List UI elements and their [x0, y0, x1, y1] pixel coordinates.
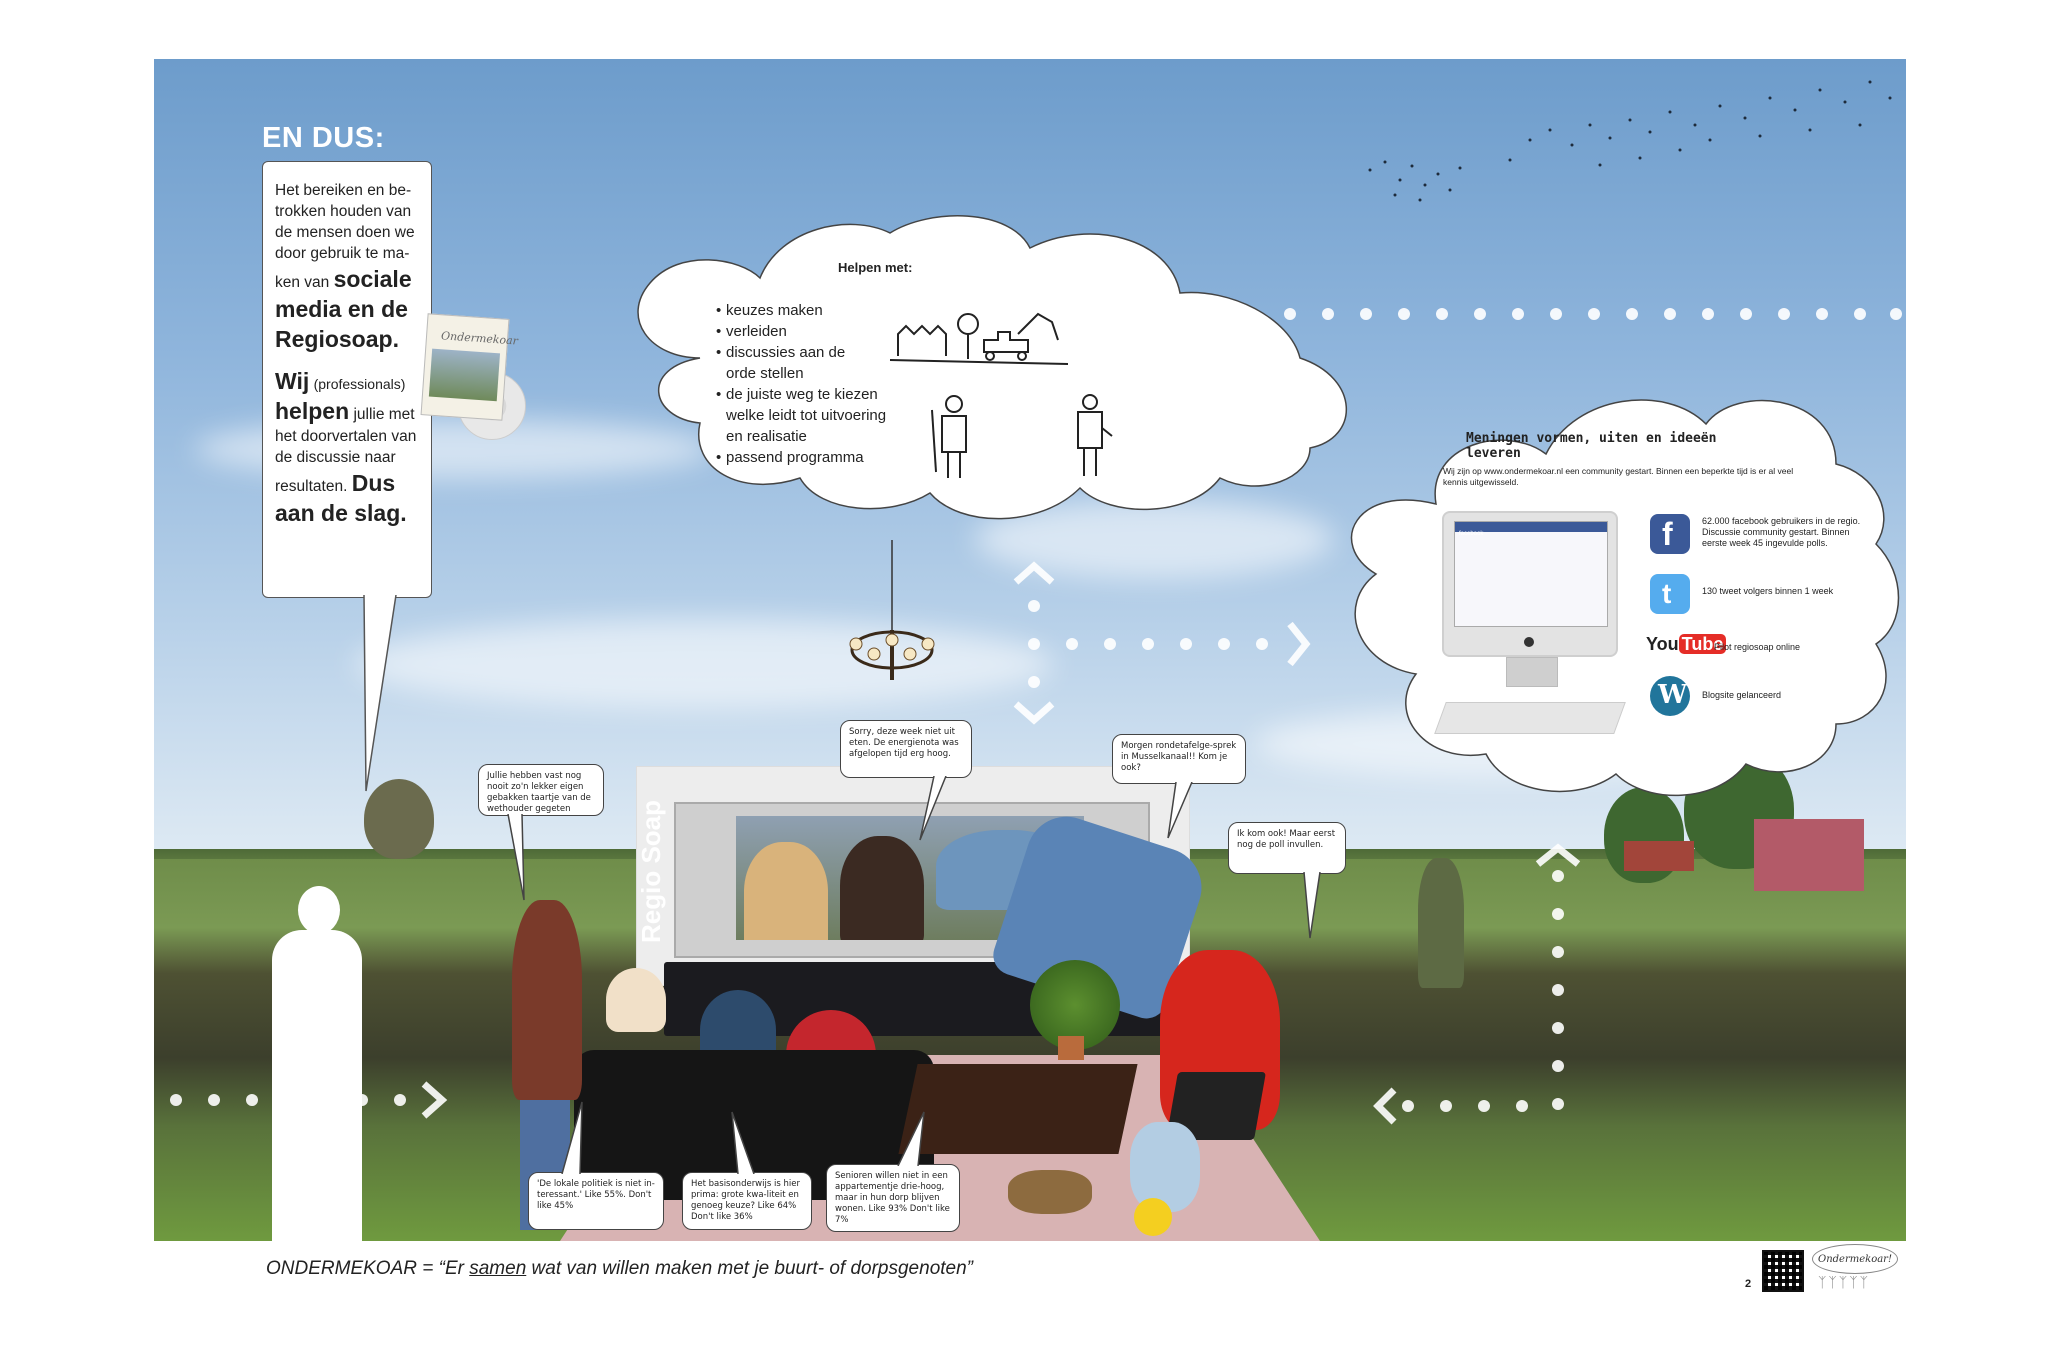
helpen-item: welke leidt tot uitvoering — [726, 407, 887, 424]
slogan-underlined: samen — [469, 1258, 527, 1279]
speech-tail — [1167, 782, 1193, 839]
monitor-stand — [1506, 657, 1558, 687]
keyboard — [1434, 702, 1626, 734]
magazine-title: Ondermekoar — [440, 329, 519, 348]
wordpress-stats: Blogsite gelanceerd — [1702, 690, 1782, 700]
page-number: 2 — [1745, 1278, 1752, 1290]
apple-logo — [1524, 637, 1534, 647]
facebook-screenshot: facebook — [1454, 521, 1608, 627]
tv-actor — [744, 842, 828, 940]
helpen-title: Helpen met: — [838, 260, 913, 275]
ondermekoar-logo: Ondermekoar! — [1812, 1244, 1898, 1274]
en-dus-textbox: Het bereiken en be-trokken houden van de… — [262, 161, 432, 598]
twitter-stats: 130 tweet volgers binnen 1 week — [1702, 586, 1834, 596]
magazine-photo — [428, 348, 501, 402]
coffee-table — [898, 1064, 1138, 1154]
plant-pot — [1058, 1036, 1084, 1060]
youtube-stats: Pilot regiosoap online — [1714, 642, 1801, 652]
helpen-item: verleiden — [716, 321, 886, 342]
speech-bubble-taartje: Jullie hebben vast nog nooit zo'n lekker… — [478, 764, 604, 816]
farm-house — [1754, 819, 1864, 891]
intro-text: Het bereiken en be-trokken houden van de… — [275, 182, 415, 291]
helpen-word: helpen — [275, 398, 350, 424]
youtube-logo-you: You — [1646, 634, 1679, 654]
footer-slogan: ONDERMEKOAR = “Er samen wat van willen m… — [266, 1258, 973, 1280]
bird-flock — [1368, 80, 1892, 202]
computer-monitor: facebook — [1442, 511, 1618, 657]
ball — [1134, 1198, 1172, 1236]
slogan-prefix: ONDERMEKOAR = “Er — [266, 1258, 464, 1279]
meningen-subtitle: Wij zijn op www.ondermekoar.nl een commu… — [1443, 466, 1794, 487]
logo-text: Ondermekoar! — [1818, 1253, 1892, 1265]
speech-tail — [507, 814, 525, 901]
wij-word: Wij — [275, 368, 310, 394]
helpen-item: passend programma — [716, 447, 886, 468]
helpen-thought-cloud — [637, 215, 1347, 520]
help-text: jullie met het doorvertalen van de discu… — [275, 406, 417, 495]
speech-tail — [1303, 872, 1321, 939]
speech-tail — [919, 776, 947, 841]
helpen-item: de juiste weg te kiezen — [716, 384, 886, 405]
regio-soap-label: Regio Soap — [636, 799, 666, 943]
speech-bubble-senioren: Senioren willen niet in een appartementj… — [826, 1164, 960, 1232]
speech-bubble-ikkom: Ik kom ook! Maar eerst nog de poll invul… — [1228, 822, 1346, 874]
speech-bubble-morgen: Morgen rondetafelge-sprek in Musselkanaa… — [1112, 734, 1246, 784]
speech-bubble-sorry: Sorry, deze week niet uit eten. De energ… — [840, 720, 972, 778]
chandelier-icon — [849, 540, 935, 680]
woman-with-cake — [512, 900, 582, 1100]
presenter-silhouette-head — [298, 886, 340, 934]
logo-people-icon: ᛉᛉᛉᛉᛉ — [1818, 1274, 1870, 1290]
qr-code-icon — [1762, 1250, 1804, 1292]
helpen-item: en realisatie — [726, 428, 807, 445]
youtube-logo-tube: Tube — [1678, 634, 1727, 654]
call-to-action: Dus aan de slag. — [275, 470, 407, 526]
meningen-title: Meningen vormen, uiten en ideeën leveren — [1466, 431, 1717, 461]
twitter-icon: t — [1650, 574, 1690, 614]
speech-tail — [731, 1111, 755, 1174]
sketch-houses-excavator-icon — [889, 312, 1068, 365]
farm-house — [1624, 841, 1694, 871]
helpen-item: discussies aan de — [716, 342, 886, 363]
baby — [1130, 1122, 1200, 1212]
tv-actor — [840, 836, 924, 940]
wordpress-icon: W — [1650, 676, 1690, 716]
facebook-stats: 62.000 facebook gebruikers in de regio. … — [1702, 516, 1861, 548]
house-plant — [1030, 960, 1120, 1050]
presenter-silhouette — [272, 930, 362, 1241]
speech-bubble-politiek: 'De lokale politiek is niet in-teressant… — [528, 1172, 664, 1230]
speech-bubble-basisonderwijs: Het basisonderwijs is hier prima: grote … — [682, 1172, 812, 1230]
en-dus-title: EN DUS: — [262, 122, 385, 154]
helpen-list: keuzes maken verleiden discussies aan de… — [716, 300, 886, 468]
speech-tail — [363, 595, 397, 792]
facebook-icon: f — [1650, 514, 1690, 554]
helpen-item: keuzes maken — [716, 300, 886, 321]
sketch-workers-icon — [931, 394, 1113, 478]
speech-tail — [897, 1111, 925, 1166]
viewer — [606, 968, 666, 1032]
intro-highlight: sociale media en de Regiosoap. — [275, 266, 412, 352]
farmer — [1418, 858, 1464, 988]
magazine-cover: Ondermekoar — [420, 313, 518, 421]
meningen-thought-cloud — [1350, 399, 1900, 797]
speech-tail — [561, 1101, 583, 1174]
helpen-item: orde stellen — [726, 365, 804, 382]
professionals-word: (professionals) — [313, 376, 406, 392]
tree — [364, 779, 434, 859]
cat — [1008, 1170, 1092, 1214]
screen-brand: facebook — [1459, 531, 1484, 537]
slogan-suffix: wat van willen maken met je buurt- of do… — [531, 1258, 973, 1279]
